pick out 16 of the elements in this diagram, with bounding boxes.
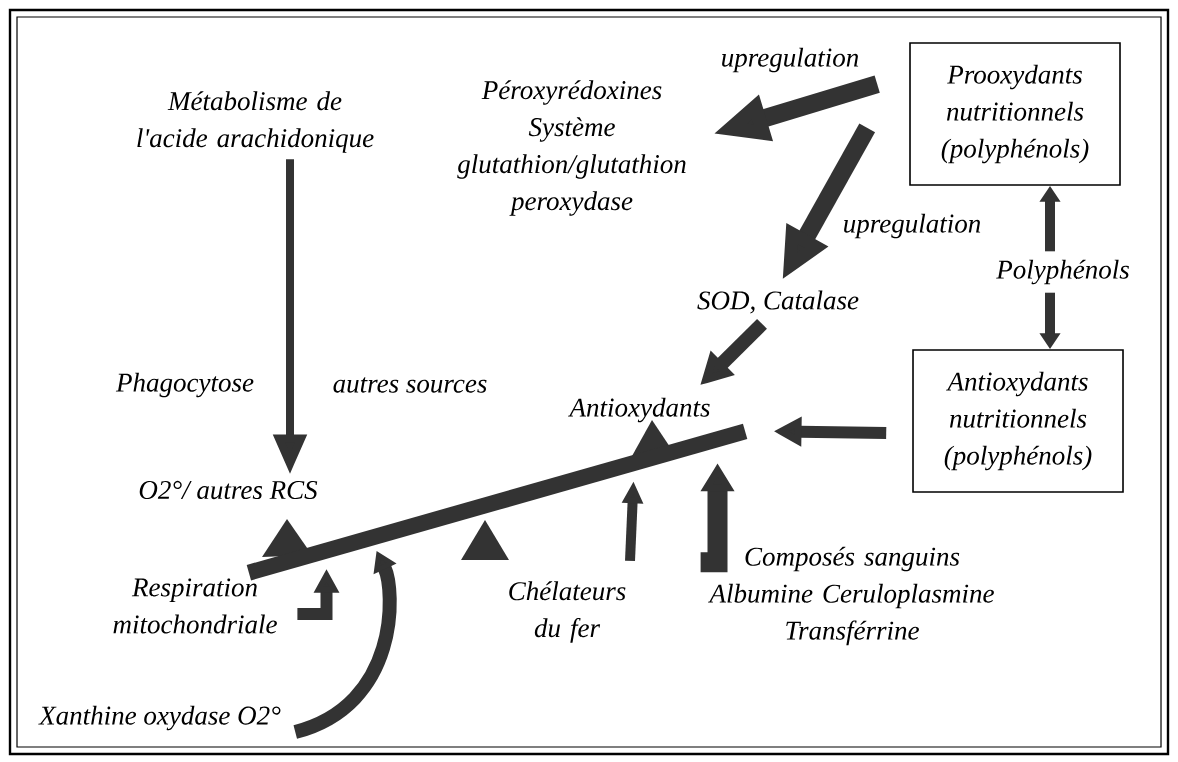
source-label: autres sources [333, 377, 487, 393]
blood-compound-label: Composés sanguins Albumine Ceruloplasmine Transférrine [708, 546, 994, 646]
enzyme-label: SOD, Catalase [697, 290, 859, 314]
edge-label: upregulation [840, 211, 984, 241]
species-label: O2°/ autres RCS [139, 480, 318, 500]
edge-label: upregulation [718, 45, 862, 75]
enzyme-label: Péroxyrédoxines Système glutathion/glutathion peroxydase [457, 80, 686, 216]
chelator-label: Chélateurs du fer [509, 581, 626, 643]
prooxidant-box: Prooxydants nutritionnels (polyphénols) [909, 42, 1121, 186]
source-label: Phagocytose [115, 372, 254, 398]
source-label: Métabolisme de l'acide arachidonique [137, 91, 374, 153]
antioxidant-box: Antioxydants nutritionnels (polyphénols) [912, 349, 1124, 493]
antioxidant-label: Antioxydants [568, 397, 710, 423]
source-label: Xanthine oxydase O2° [38, 705, 281, 731]
source-label: Respiration mitochondriale [113, 578, 277, 634]
polyphenol-label: Polyphénols [996, 259, 1129, 285]
